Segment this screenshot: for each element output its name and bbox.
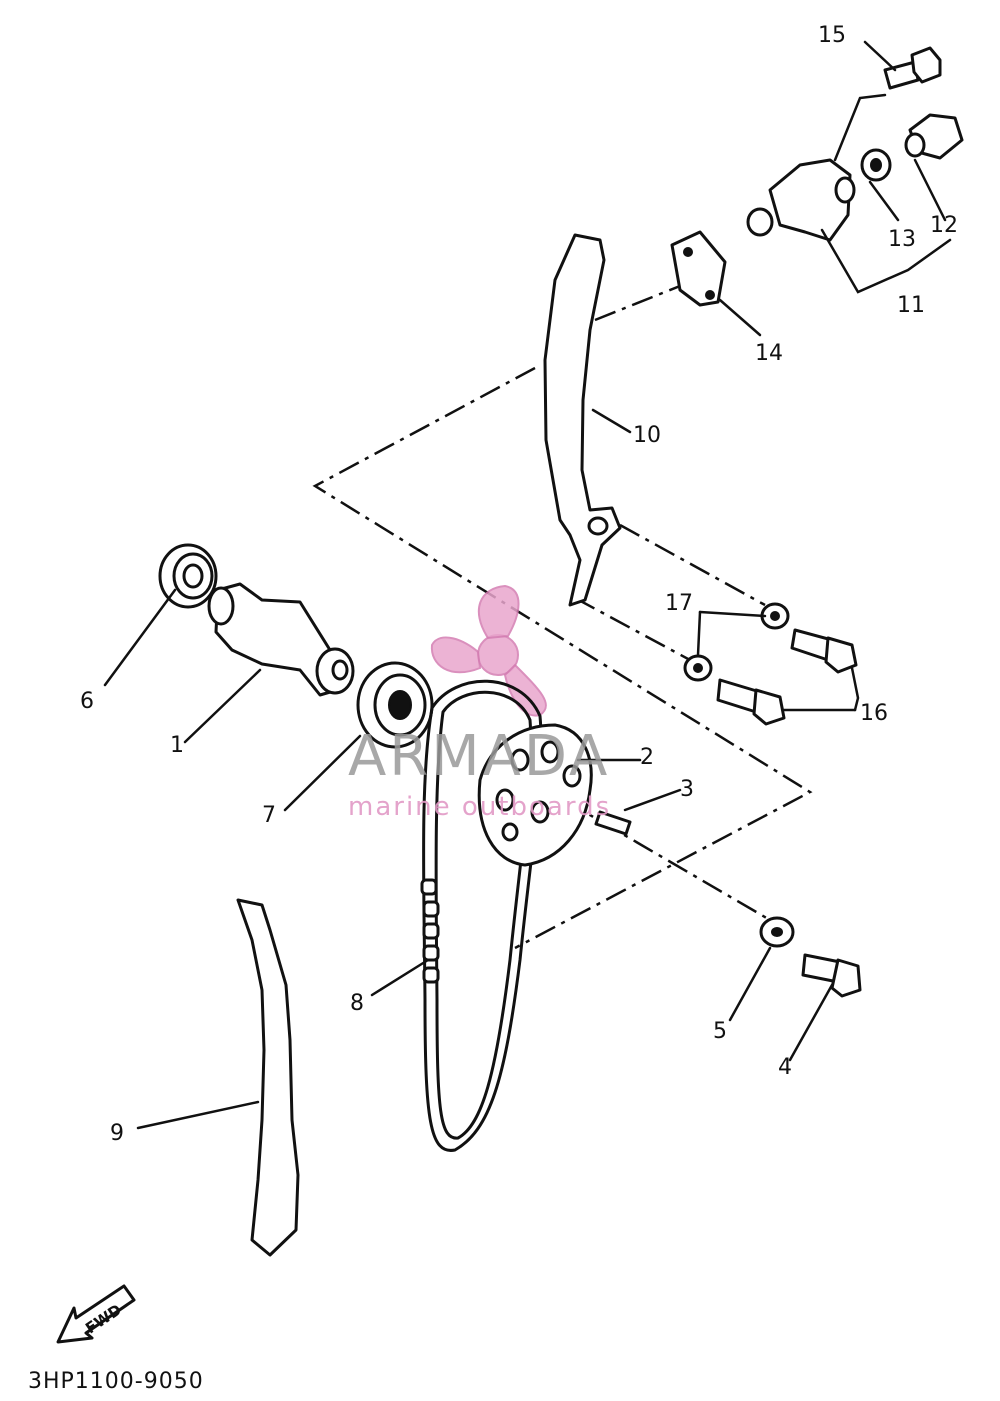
callout-13: 13 bbox=[888, 227, 916, 252]
part-17-washer bbox=[683, 602, 790, 682]
part-7-bearing bbox=[356, 661, 434, 749]
part-2-cam-sprocket bbox=[477, 723, 593, 867]
part-3-dowel-pin bbox=[594, 810, 632, 836]
watermark-brand: ARMADA bbox=[348, 724, 610, 789]
watermark-tagline: marine outboards bbox=[348, 792, 611, 822]
callout-9: 9 bbox=[110, 1121, 124, 1146]
part-13-gasket-ring bbox=[860, 148, 892, 182]
watermark-logo bbox=[430, 584, 547, 717]
part-12-cap-bolt bbox=[904, 113, 964, 160]
part-5-washer bbox=[759, 916, 795, 948]
part-10-chain-guide bbox=[543, 233, 622, 607]
callout-16: 16 bbox=[860, 701, 888, 726]
callout-14: 14 bbox=[755, 341, 783, 366]
part-14-gasket bbox=[670, 230, 727, 307]
fwd-arrow-icon: FWD bbox=[56, 1284, 136, 1344]
callout-6: 6 bbox=[80, 689, 94, 714]
diagram-code: 3HP1100-9050 bbox=[28, 1369, 204, 1394]
part-9-chain-guide bbox=[236, 898, 300, 1257]
callout-11: 11 bbox=[897, 293, 925, 318]
callout-labels: 1 2 3 4 5 6 7 8 9 10 11 12 13 14 15 16 1… bbox=[80, 23, 958, 1146]
callout-17: 17 bbox=[665, 591, 693, 616]
callout-12: 12 bbox=[930, 213, 958, 238]
part-16-bolt bbox=[716, 628, 858, 726]
callout-10: 10 bbox=[633, 423, 661, 448]
callout-2: 2 bbox=[640, 745, 654, 770]
part-8-cam-chain bbox=[420, 679, 543, 1152]
callout-8: 8 bbox=[350, 991, 364, 1016]
callout-4: 4 bbox=[778, 1055, 792, 1080]
part-4-bolt bbox=[801, 953, 862, 998]
assembly-guide-lines bbox=[312, 280, 813, 950]
leader-lines bbox=[103, 40, 952, 1130]
part-1-camshaft bbox=[207, 582, 355, 697]
callout-15: 15 bbox=[818, 23, 846, 48]
part-11-tensioner-body bbox=[746, 158, 856, 242]
callout-1: 1 bbox=[170, 733, 184, 758]
callout-7: 7 bbox=[262, 803, 276, 828]
callout-5: 5 bbox=[713, 1019, 727, 1044]
callout-3: 3 bbox=[680, 777, 694, 802]
